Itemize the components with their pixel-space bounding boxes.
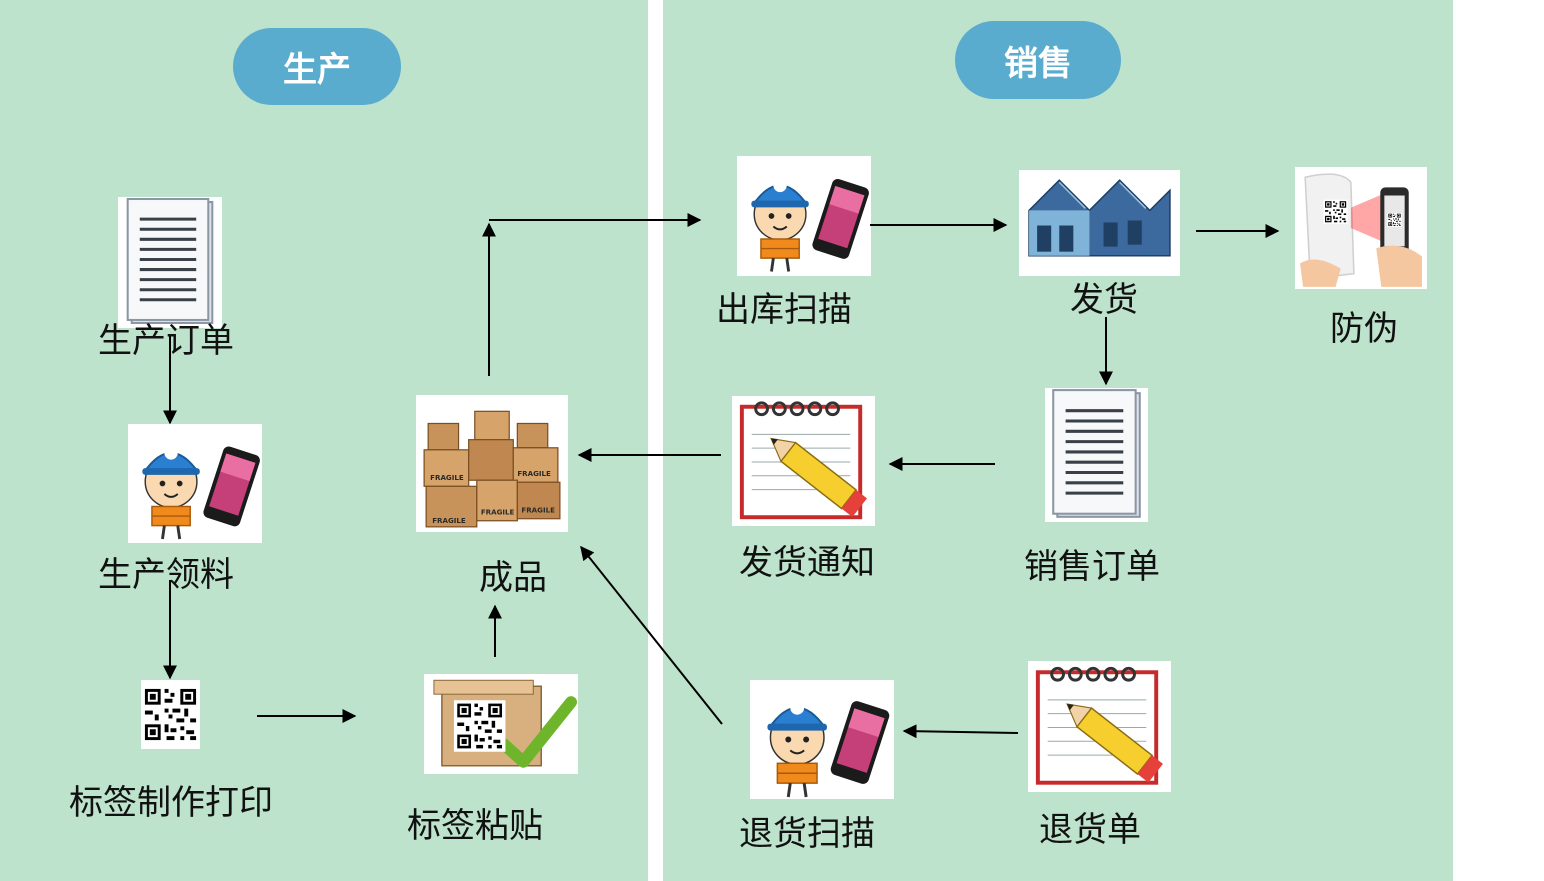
- production-order-label: 生产订单: [98, 321, 234, 361]
- arrow-returnorder-to-returnscan: [902, 724, 1019, 739]
- qr-scan-phone-icon: [1295, 167, 1427, 289]
- label-paste-label: 标签粘贴: [407, 806, 543, 846]
- label-print-label: 标签制作打印: [69, 783, 273, 823]
- worker-scanner-icon: [737, 156, 871, 276]
- warehouse-icon: [1019, 170, 1180, 276]
- notepad-pencil-icon: [732, 396, 875, 526]
- production-section-title: 生产: [233, 28, 401, 105]
- boxes-icon: [416, 395, 568, 532]
- sales-order-label: 销售订单: [1024, 547, 1160, 587]
- outbound-scan-label: 出库扫描: [716, 290, 852, 330]
- document-icon: [118, 197, 222, 328]
- ship-label: 发货: [1070, 280, 1138, 320]
- finished-goods-label: 成品: [479, 558, 547, 598]
- ship-notice-label: 发货通知: [739, 543, 875, 583]
- sales-section-title: 销售: [955, 21, 1121, 99]
- worker-scanner-icon: [750, 680, 894, 799]
- return-scan-label: 退货扫描: [739, 814, 875, 854]
- document-icon: [1045, 388, 1148, 522]
- worker-scanner-icon: [128, 424, 262, 543]
- qr-code-icon: [141, 680, 200, 749]
- anti-counterfeit-label: 防伪: [1330, 309, 1398, 349]
- return-order-label: 退货单: [1039, 810, 1141, 850]
- material-issue-label: 生产领料: [98, 555, 234, 595]
- notepad-pencil-icon: [1028, 661, 1171, 792]
- labeled-box-icon: [424, 674, 578, 774]
- arrow-returnscan-to-goods: [580, 545, 723, 725]
